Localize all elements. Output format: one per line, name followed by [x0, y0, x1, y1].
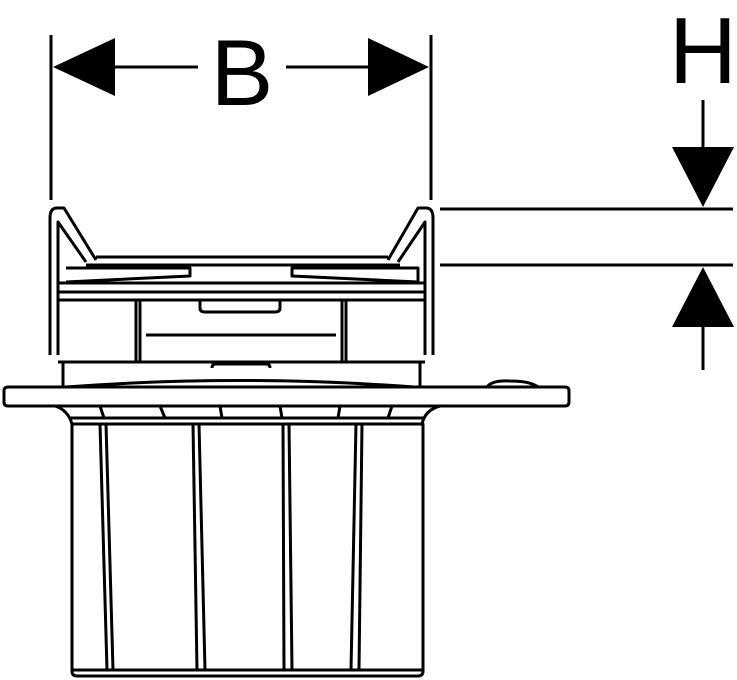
frame-right-wall-inner [396, 220, 427, 355]
dimension-b [49, 35, 433, 200]
flange-transition-right [420, 404, 441, 425]
flange-transition-left [54, 404, 74, 425]
arrow-left-icon [53, 38, 115, 96]
body-outline [70, 422, 425, 678]
dimension-label-h: H [669, 0, 737, 103]
flange-nub [485, 379, 539, 389]
frame-left-wall [48, 206, 98, 355]
arrow-up-icon [672, 267, 734, 327]
arrow-down-icon [672, 147, 734, 207]
frame-left-wall-inner [56, 220, 88, 355]
drain-body [2, 206, 571, 678]
dimension-label-b: B [211, 20, 274, 125]
grate-bar-left [65, 266, 192, 284]
flange-top-curve [65, 379, 415, 389]
inner-slot [210, 362, 272, 369]
frame-tab [198, 300, 282, 314]
flange [2, 385, 571, 408]
flange-ribs [98, 405, 394, 419]
arrow-right-icon [368, 38, 429, 96]
frame-right-wall [386, 206, 435, 355]
dimension-h [440, 100, 733, 370]
